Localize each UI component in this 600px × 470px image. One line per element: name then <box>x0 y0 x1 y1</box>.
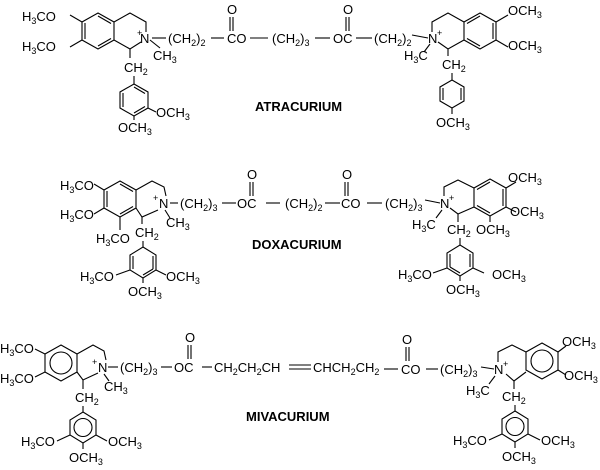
atracurium-right-benzyl-ch2: CH2 <box>442 57 466 74</box>
doxacurium-linker-2: OC <box>237 196 257 211</box>
atracurium-right-benzyl-ring <box>439 79 465 109</box>
doxacurium-left-benzyl-ch2: CH2 <box>135 225 159 242</box>
mivacurium-left-n-methyl: CH3 <box>104 379 128 396</box>
mivacurium-right-n-methyl: H3C <box>466 383 490 400</box>
doxacurium-right-aromatic-ring <box>473 178 507 217</box>
doxacurium-left-aryl-ome-2: OCH3 <box>166 269 200 286</box>
atracurium-left-ome-2: H3CO <box>22 39 56 56</box>
doxacurium-linker-5: (CH2)3 <box>385 196 422 213</box>
mivacurium-right-benzyl-ring <box>501 410 529 443</box>
mivacurium-left-ome-2: H3CO <box>0 371 34 388</box>
doxacurium-left-ome-1: H3CO <box>60 178 94 195</box>
mivacurium-right-n-plus: N <box>494 362 503 377</box>
atracurium-linker-3: (CH2)3 <box>272 31 309 48</box>
mivacurium-right-ome-2: OCH3 <box>564 368 598 385</box>
atracurium-right-n-methyl: H3C <box>404 48 428 65</box>
mivacurium-right-ome-1: OCH3 <box>562 334 596 351</box>
atracurium-left-n-plus: N <box>140 31 149 46</box>
doxacurium-carbonyl-o-1: O <box>247 167 257 182</box>
mivacurium-left-aryl-ome-2: OCH3 <box>108 434 142 451</box>
atracurium-left-aromatic-ring <box>81 12 115 50</box>
doxacurium-right-aryl-ome-3: OCH3 <box>446 282 480 299</box>
mivacurium-left-aromatic-ring <box>44 344 78 382</box>
atracurium-right-ome-2: OCH3 <box>508 38 542 55</box>
atracurium-left-benzyl-ch2: CH2 <box>124 60 148 77</box>
compound-label-mivacurium: MIVACURIUM <box>246 409 330 424</box>
doxacurium-left-benzyl-ring <box>129 246 157 279</box>
mivacurium-left-ome-1: H3CO <box>0 341 34 358</box>
atracurium-linker-1: (CH2)2 <box>168 31 205 48</box>
mivacurium-left-n-plus: N <box>98 360 107 375</box>
doxacurium-right-charge: + <box>449 193 454 203</box>
atracurium-linker-2: CO <box>227 31 247 46</box>
mivacurium-linker-1: (CH2)3 <box>120 360 157 377</box>
doxacurium-left-n-methyl: CH3 <box>166 215 190 232</box>
doxacurium-left-aryl-ome-3: OCH3 <box>128 284 162 301</box>
mivacurium-carbonyl-o-2: O <box>402 332 412 347</box>
doxacurium-right-benzyl-ch2: CH2 <box>447 222 471 239</box>
atracurium-right-n-plus: N <box>428 31 437 46</box>
doxacurium-right-ome-3: OCH3 <box>476 222 510 239</box>
mivacurium-right-charge: + <box>503 359 508 369</box>
compound-label-doxacurium: DOXACURIUM <box>252 237 342 252</box>
atracurium-carbonyl-o-2: O <box>343 2 353 17</box>
atracurium-left-aryl-ome-2: OCH3 <box>118 120 152 137</box>
mivacurium-linker-2: OC <box>174 360 194 375</box>
atracurium-right-aryl-ome: OCH3 <box>436 115 470 132</box>
mivacurium-linker-6: (CH2)3 <box>440 362 477 379</box>
doxacurium-carbonyl-o-2: O <box>342 167 352 182</box>
doxacurium-right-benzyl-ring <box>446 244 474 277</box>
doxacurium-left-ome-3: H3CO <box>96 231 130 248</box>
atracurium-structure: H3CO H3CO N + CH3 CH2 OCH3 OCH3 (CH2)2 C… <box>22 2 542 137</box>
mivacurium-right-aryl-ome-2: OCH3 <box>541 433 575 450</box>
doxacurium-left-aryl-ome-1: H3CO <box>80 269 114 286</box>
doxacurium-linker-4: CO <box>341 196 361 211</box>
mivacurium-right-aryl-ome-1: H3CO <box>453 433 487 450</box>
atracurium-left-ome-1: H3CO <box>22 9 56 26</box>
mivacurium-right-aromatic-ring <box>525 342 559 380</box>
mivacurium-carbonyl-o-1: O <box>185 330 195 345</box>
mivacurium-linker-4: CHCH2CH2 <box>313 360 379 377</box>
doxacurium-right-n-plus: N <box>440 196 449 211</box>
doxacurium-left-charge: + <box>153 193 158 203</box>
doxacurium-left-aromatic-ring <box>103 180 137 218</box>
atracurium-carbonyl-o-1: O <box>227 2 237 17</box>
doxacurium-right-aryl-ome-2: OCH3 <box>492 267 526 284</box>
compound-label-atracurium: ATRACURIUM <box>255 99 342 114</box>
mivacurium-right-aryl-ome-3: OCH3 <box>502 449 536 466</box>
atracurium-left-charge: + <box>137 28 142 38</box>
atracurium-right-ome-1: OCH3 <box>508 3 542 20</box>
mivacurium-left-charge: + <box>92 357 97 367</box>
mivacurium-left-benzyl-ring <box>69 411 97 444</box>
atracurium-left-aryl-ome-1: OCH3 <box>156 105 190 122</box>
atracurium-left-n-methyl: CH3 <box>153 48 177 65</box>
doxacurium-right-n-methyl: H3C <box>412 217 436 234</box>
atracurium-left-benzyl-ring <box>119 83 149 117</box>
mivacurium-left-aryl-ome-1: H3CO <box>21 434 55 451</box>
doxacurium-linker-3: (CH2)2 <box>285 196 322 213</box>
mivacurium-right-benzyl-ch2: CH2 <box>502 389 526 406</box>
mivacurium-linker-5: CO <box>401 362 421 377</box>
mivacurium-structure: H3CO H3CO N + CH3 CH2 H3CO OCH3 OCH3 (CH… <box>0 330 598 467</box>
doxacurium-structure: H3CO H3CO H3CO N + CH3 CH2 H3CO OCH3 OCH… <box>60 167 544 301</box>
atracurium-right-charge: + <box>437 28 442 38</box>
atracurium-linker-5: (CH2)2 <box>374 31 411 48</box>
doxacurium-right-ome-1: OCH3 <box>508 170 542 187</box>
doxacurium-left-ome-2: H3CO <box>60 207 94 224</box>
atracurium-linker-4: OC <box>333 31 353 46</box>
mivacurium-linker-3: CH2CH2CH <box>214 360 280 377</box>
doxacurium-linker-1: (CH2)3 <box>180 196 217 213</box>
doxacurium-right-ome-2: OCH3 <box>510 204 544 221</box>
atracurium-right-aromatic-ring <box>463 12 497 50</box>
mivacurium-left-aryl-ome-3: OCH3 <box>69 450 103 467</box>
doxacurium-left-n-plus: N <box>159 196 168 211</box>
mivacurium-left-benzyl-ch2: CH2 <box>75 390 99 407</box>
doxacurium-right-aryl-ome-1: H3CO <box>398 267 432 284</box>
